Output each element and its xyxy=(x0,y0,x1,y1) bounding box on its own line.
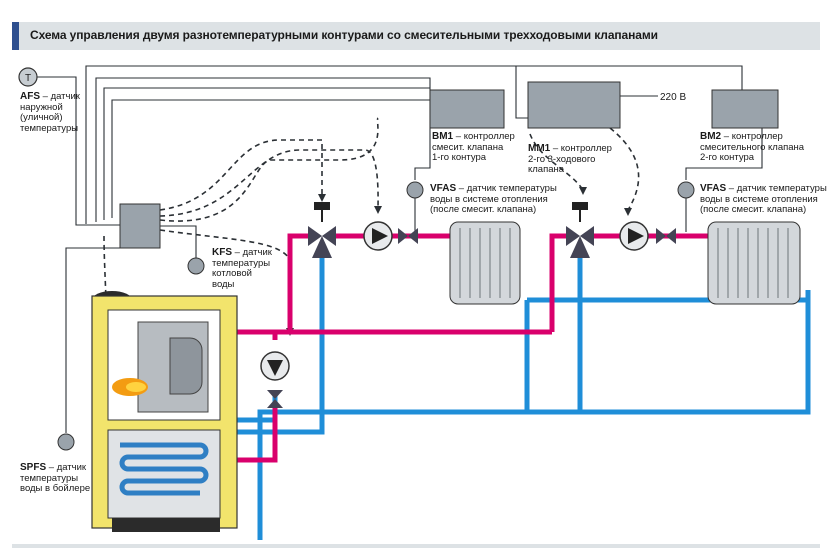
header-accent xyxy=(12,22,19,50)
radiator-icon xyxy=(707,221,801,305)
check-valve-icon xyxy=(656,228,676,244)
kfs-sensor xyxy=(187,257,205,275)
bm1-controller-box xyxy=(429,89,505,129)
mm1-controller-box xyxy=(527,81,621,129)
pump-icon xyxy=(363,221,393,251)
voltage-label: 220 В xyxy=(660,92,686,103)
pump-icon xyxy=(619,221,649,251)
check-valve-icon xyxy=(398,228,418,244)
bm2-label: BM2 – контроллер смесительного клапана 2… xyxy=(700,131,805,163)
mm1-label: MM1 – контроллер 2-го 3-ходового клапана xyxy=(528,143,612,175)
bm1-label: BM1 – контроллер смесит. клапана 1-го ко… xyxy=(432,131,515,163)
bm2-controller-box xyxy=(711,89,779,129)
check-valve-icon xyxy=(267,390,283,408)
pump-icon xyxy=(260,351,290,381)
vfas2-sensor xyxy=(677,181,695,199)
three-way-valve-icon xyxy=(566,202,594,258)
vfas1-sensor xyxy=(406,181,424,199)
footer-bar xyxy=(12,544,820,548)
boiler-icon xyxy=(91,291,238,532)
temperature-sensor-icon: T xyxy=(18,67,38,87)
svg-text:T: T xyxy=(25,73,31,84)
kfs-label: KFS – датчик температуры котловой воды xyxy=(212,247,272,290)
spfs-sensor xyxy=(57,433,75,451)
page-title: Схема управления двумя разнотемпературны… xyxy=(30,28,658,42)
control-wires xyxy=(36,65,763,433)
spfs-label: SPFS – датчик температуры воды в бойлере xyxy=(20,462,91,494)
vfas1-label: VFAS – датчик температуры воды в системе… xyxy=(430,183,557,215)
three-way-valve-icon xyxy=(308,202,336,258)
afs-label: AFS – датчик наружной (уличной) температ… xyxy=(20,91,80,134)
main-controller-box xyxy=(119,203,161,249)
supply-pipes xyxy=(237,233,708,463)
header-bar: Схема управления двумя разнотемпературны… xyxy=(12,22,820,50)
vfas2-label: VFAS – датчик температуры воды в системе… xyxy=(700,183,827,215)
radiator-icon xyxy=(449,221,521,305)
